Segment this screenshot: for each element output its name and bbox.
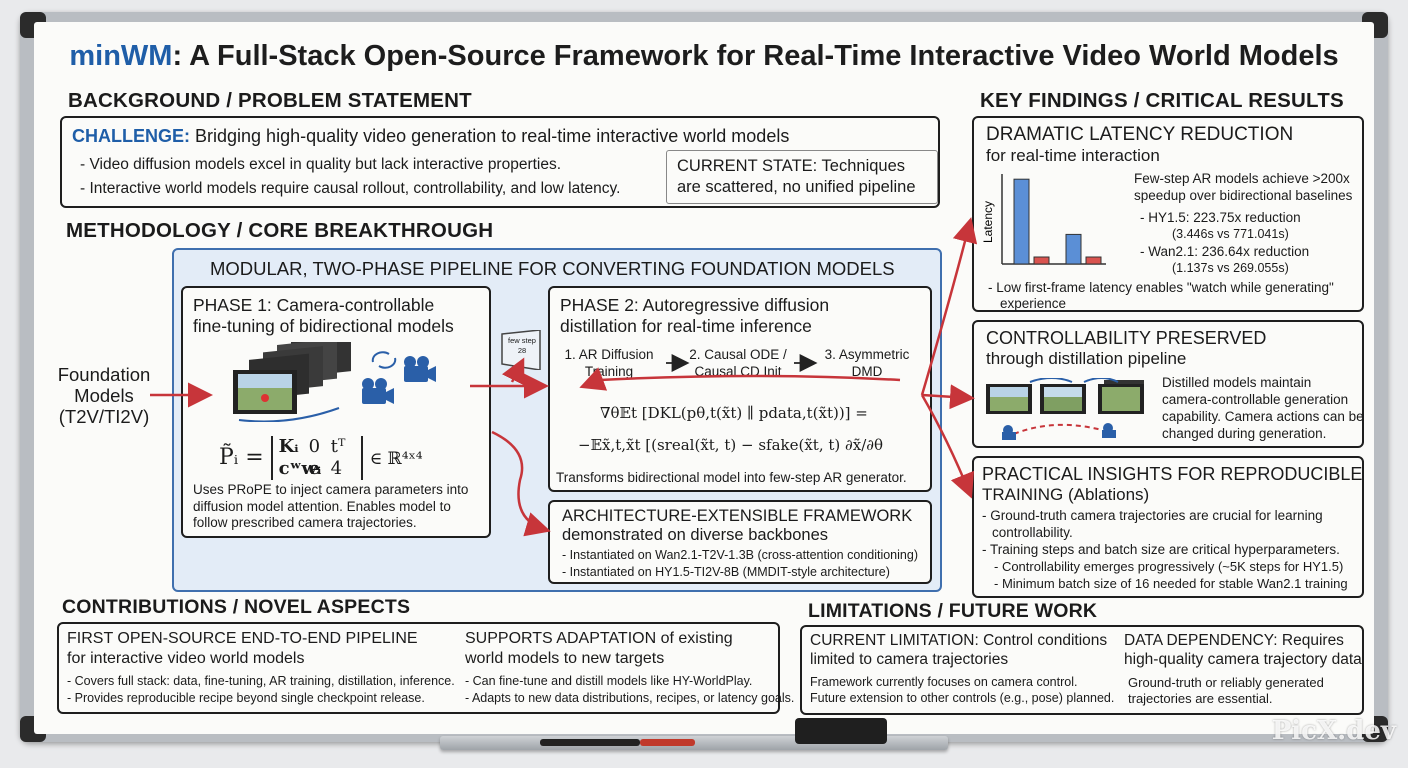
- findings-heading: KEY FINDINGS / CRITICAL RESULTS: [980, 89, 1344, 112]
- contribution-title: world models to new targets: [465, 650, 665, 667]
- limitation-text: Future extension to other controls (e.g.…: [810, 691, 1115, 705]
- limitation-text: Framework currently focuses on camera co…: [810, 675, 1078, 689]
- video-frames-illustration: [229, 331, 369, 423]
- hy-result-detail: (3.446s vs 771.041s): [1172, 227, 1289, 241]
- background-box: CHALLENGE: Bridging high-quality video g…: [60, 116, 940, 208]
- phase1-description: Uses PRoPE to inject camera parameters i…: [193, 482, 469, 530]
- contribution-bullet: - Provides reproducible recipe beyond si…: [67, 691, 425, 705]
- architecture-title: ARCHITECTURE-EXTENSIBLE FRAMEWORK: [562, 507, 913, 525]
- foundation-line: (T2V/TI2V): [58, 406, 150, 427]
- eraser: [795, 718, 887, 744]
- phase2-caption: Transforms bidirectional model into few-…: [556, 470, 907, 485]
- current-state-line: are scattered, no unified pipeline: [677, 178, 916, 196]
- architecture-bullet: - Instantiated on Wan2.1-T2V-1.3B (cross…: [562, 548, 918, 562]
- dmd-equation-line: −𝔼x̃,t,x̃t [(sreal(x̃t, t) − sfake(x̃t, …: [578, 436, 884, 454]
- latency-bar-wan21-0: [1065, 233, 1082, 265]
- practical-title: PRACTICAL INSIGHTS FOR REPRODUCIBLE: [982, 464, 1363, 484]
- limitation-title: CURRENT LIMITATION: Control conditions: [810, 632, 1108, 649]
- phase1-title: PHASE 1: Camera-controllable: [193, 295, 435, 315]
- phase2-title: distillation for real-time inference: [560, 316, 812, 336]
- chart-ylabel: Latency: [981, 201, 995, 243]
- limitation-text: trajectories are essential.: [1128, 691, 1273, 706]
- limitations-heading: LIMITATIONS / FUTURE WORK: [808, 600, 1098, 622]
- limitation-title: limited to camera trajectories: [810, 651, 1009, 668]
- foundation-line: Models: [74, 385, 134, 406]
- practical-bullet: - Training steps and batch size are crit…: [982, 542, 1340, 557]
- contributions-box: FIRST OPEN-SOURCE END-TO-END PIPELINE fo…: [57, 622, 794, 714]
- background-heading: BACKGROUND / PROBLEM STATEMENT: [68, 89, 472, 112]
- latency-bar-wan21-1: [1085, 256, 1102, 265]
- pipeline-panel-title: MODULAR, TWO-PHASE PIPELINE FOR CONVERTI…: [210, 258, 895, 279]
- contribution-bullet: - Covers full stack: data, fine-tuning, …: [67, 674, 455, 688]
- background-bullet: - Video diffusion models excel in qualit…: [80, 156, 562, 173]
- latency-footer: - Low first-frame latency enables "watch…: [988, 280, 1334, 295]
- foundation-line: Foundation: [57, 364, 151, 385]
- distilled-frames-illustration: [984, 377, 1154, 449]
- practical-title: TRAINING (Ablations): [982, 485, 1150, 504]
- latency-title: for real-time interaction: [986, 146, 1160, 165]
- background-bullet: - Interactive world models require causa…: [80, 180, 621, 197]
- camera-icon: [359, 376, 395, 411]
- architecture-bullet: - Instantiated on HY1.5-TI2V-8B (MMDIT-s…: [562, 565, 890, 579]
- current-state-line: CURRENT STATE: Techniques: [677, 157, 906, 175]
- architecture-box: ARCHITECTURE-EXTENSIBLE FRAMEWORK demons…: [548, 500, 932, 584]
- architecture-title: demonstrated on diverse backbones: [562, 526, 828, 544]
- limitation-title: high-quality camera trajectory data: [1124, 651, 1362, 668]
- wan-result-detail: (1.137s vs 269.055s): [1172, 261, 1289, 275]
- controllability-title: CONTROLLABILITY PRESERVED: [986, 328, 1267, 348]
- limitations-box: CURRENT LIMITATION: Control conditions l…: [800, 625, 1364, 715]
- practical-bullet: controllability.: [992, 525, 1073, 540]
- contribution-title: SUPPORTS ADAPTATION of existing: [465, 630, 733, 647]
- controllability-title: through distillation pipeline: [986, 349, 1187, 368]
- wan-result: - Wan2.1: 236.64x reduction: [1140, 244, 1310, 259]
- limitation-text: Ground-truth or reliably generated: [1128, 675, 1324, 690]
- limitation-title: DATA DEPENDENCY: Requires: [1124, 632, 1344, 649]
- methodology-heading: METHODOLOGY / CORE BREAKTHROUGH: [66, 219, 494, 242]
- phase2-box: PHASE 2: Autoregressive diffusion distil…: [548, 286, 932, 492]
- latency-bar-chart: Latency: [981, 174, 1106, 265]
- practical-bullet: - Ground-truth camera trajectories are c…: [982, 508, 1323, 523]
- phase2-step: 2. Causal ODE /Causal CD Init: [689, 347, 787, 379]
- black-marker: [540, 739, 640, 746]
- contribution-bullet: - Adapts to new data distributions, reci…: [465, 691, 795, 705]
- contribution-bullet: - Can fine-tune and distill models like …: [465, 674, 753, 688]
- dmd-equation-line: ∇θ𝔼t [DKL(pθ,t(x̃t) ∥ pdata,t(x̃t))] =: [600, 404, 868, 422]
- challenge-line: CHALLENGE: Bridging high-quality video g…: [72, 126, 790, 146]
- hy-result: - HY1.5: 223.75x reduction: [1140, 210, 1301, 225]
- phase1-title: fine-tuning of bidirectional models: [193, 316, 454, 336]
- contributions-heading: CONTRIBUTIONS / NOVEL ASPECTS: [62, 596, 411, 618]
- latency-box: DRAMATIC LATENCY REDUCTION for real-time…: [972, 116, 1364, 312]
- foundation-models-label: Foundation Models (T2V/TI2V): [54, 364, 154, 427]
- phase1-box: PHASE 1: Camera-controllable fine-tuning…: [181, 286, 491, 538]
- current-state-box: CURRENT STATE: Techniques are scattered,…: [666, 150, 938, 204]
- contribution-title: FIRST OPEN-SOURCE END-TO-END PIPELINE: [67, 630, 418, 647]
- camera-icon: [401, 354, 437, 389]
- latency-footer: experience: [1000, 296, 1067, 311]
- latency-title: DRAMATIC LATENCY REDUCTION: [986, 124, 1294, 145]
- rotate-arrows-icon: [369, 348, 399, 377]
- practical-bullet: - Controllability emerges progressively …: [994, 559, 1344, 574]
- controllability-box: CONTROLLABILITY PRESERVED through distil…: [972, 320, 1364, 448]
- phase2-title: PHASE 2: Autoregressive diffusion: [560, 295, 830, 315]
- practical-bullet: - Minimum batch size of 16 needed for st…: [994, 576, 1348, 591]
- contribution-title: for interactive video world models: [67, 650, 305, 667]
- latency-bar-hy15-0: [1013, 178, 1030, 265]
- practical-insights-box: PRACTICAL INSIGHTS FOR REPRODUCIBLE TRAI…: [972, 456, 1364, 598]
- watermark: PicX.dev: [1271, 716, 1396, 746]
- page-title: minWM: A Full-Stack Open-Source Framewor…: [69, 40, 1339, 72]
- latency-bar-hy15-1: [1033, 256, 1050, 265]
- red-marker: [640, 739, 695, 746]
